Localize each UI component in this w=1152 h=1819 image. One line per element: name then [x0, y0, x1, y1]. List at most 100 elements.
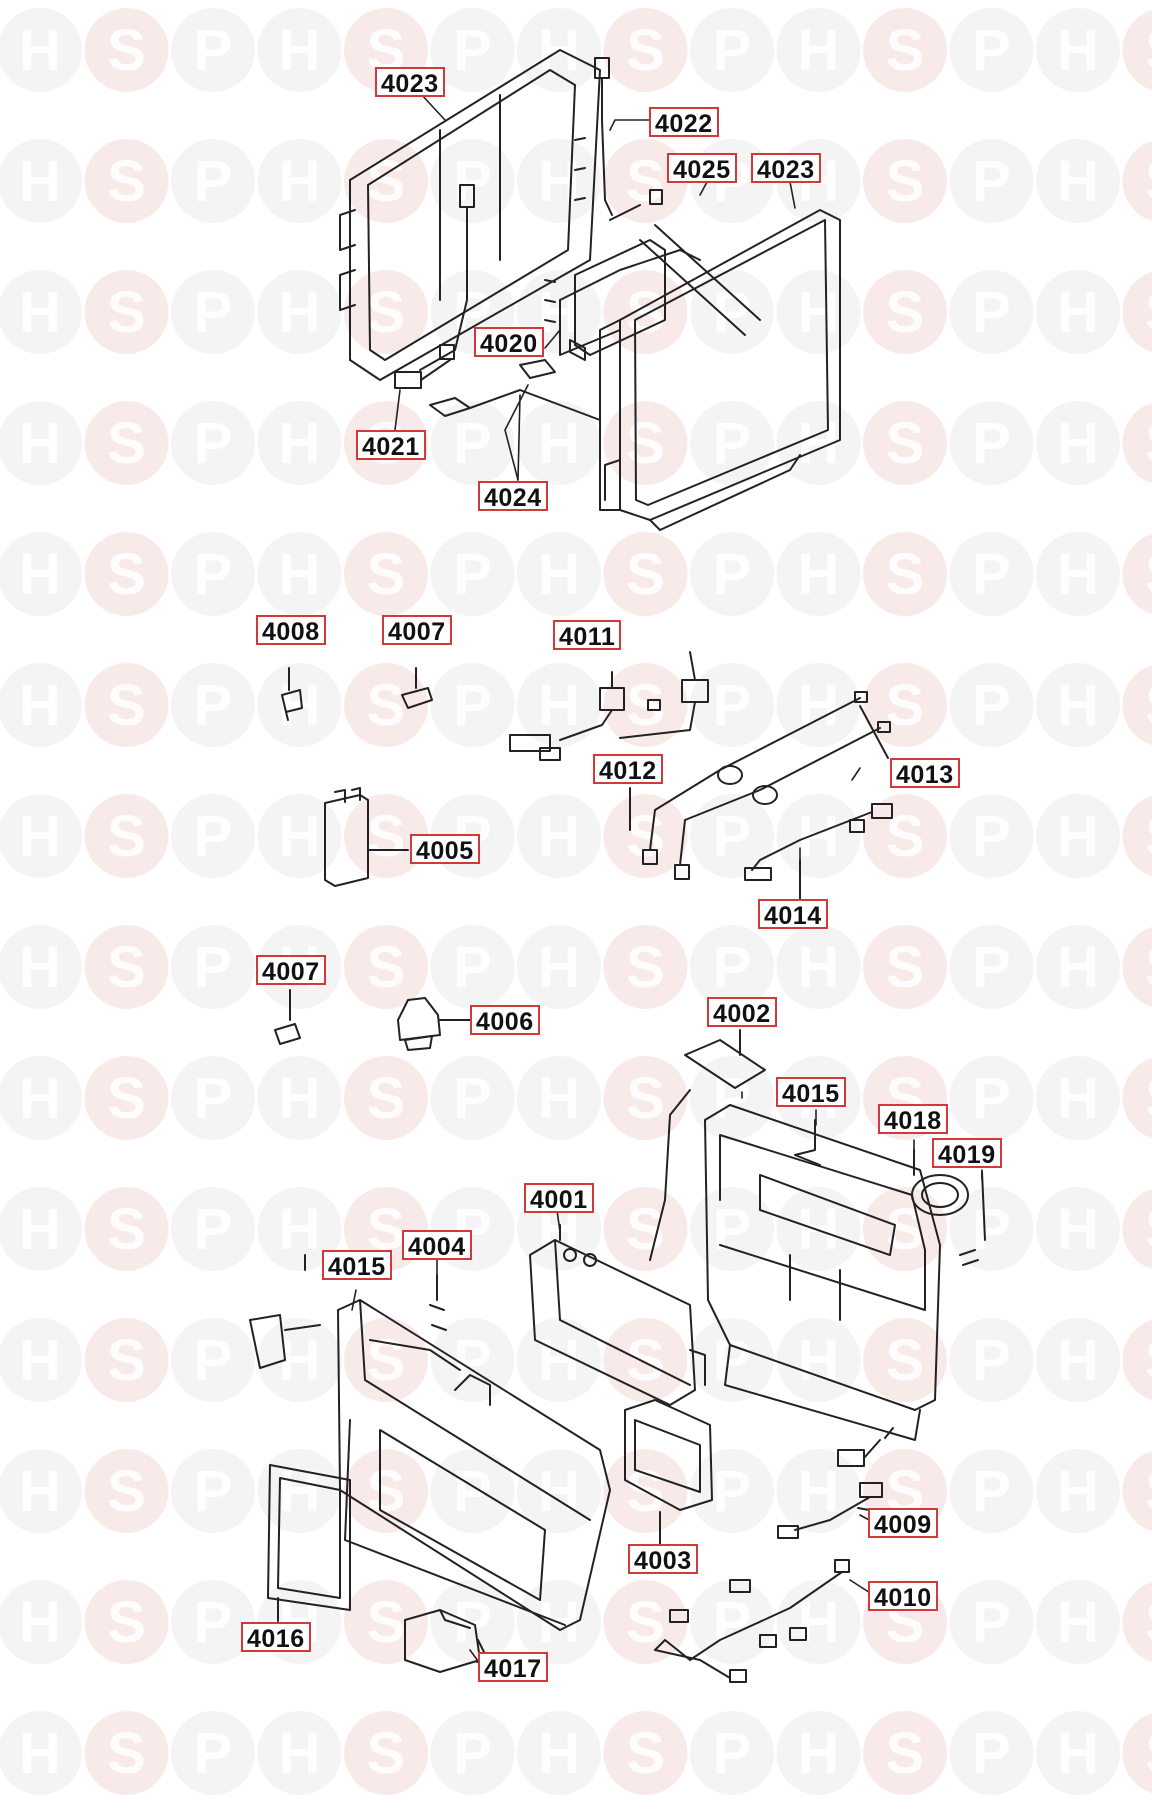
watermark-h: H: [279, 149, 321, 214]
watermark-s: S: [107, 1197, 146, 1262]
part-label-4013[interactable]: 4013: [890, 758, 960, 789]
watermark-h: H: [1057, 673, 1099, 738]
watermark-s: S: [107, 804, 146, 869]
part-label-4015-front[interactable]: 4015: [322, 1250, 392, 1281]
watermark-s: S: [626, 1590, 665, 1655]
part-label-4002[interactable]: 4002: [707, 997, 777, 1028]
watermark-s: S: [1145, 1328, 1152, 1393]
part-label-4001[interactable]: 4001: [524, 1183, 594, 1214]
watermark-s: S: [626, 1066, 665, 1131]
part-label-4023-left[interactable]: 4023: [375, 67, 445, 98]
watermark-h: H: [798, 935, 840, 1000]
watermark-s: S: [1145, 1197, 1152, 1262]
part-label-4003[interactable]: 4003: [628, 1544, 698, 1575]
part-label-4005[interactable]: 4005: [410, 834, 480, 865]
part-label-4018[interactable]: 4018: [878, 1104, 948, 1135]
watermark-h: H: [19, 804, 61, 869]
leader-lines: [277, 92, 983, 1669]
watermark-p: P: [194, 804, 233, 869]
watermark-h: H: [279, 1066, 321, 1131]
watermark-p: P: [453, 411, 492, 476]
watermark-p: P: [194, 18, 233, 83]
watermark-h: H: [19, 1590, 61, 1655]
part-label-4008[interactable]: 4008: [256, 615, 326, 646]
part-label-4021[interactable]: 4021: [356, 430, 426, 461]
watermark-h: H: [798, 1721, 840, 1786]
part-label-4019[interactable]: 4019: [932, 1138, 1002, 1169]
top-bracket: [544, 239, 666, 361]
part-label-4014[interactable]: 4014: [758, 899, 828, 930]
watermark-s: S: [107, 673, 146, 738]
watermark-h: H: [1057, 18, 1099, 83]
part-label-4025[interactable]: 4025: [667, 153, 737, 184]
watermark-p: P: [713, 935, 752, 1000]
part-label-4012[interactable]: 4012: [593, 754, 663, 785]
watermark-h: H: [19, 1197, 61, 1262]
watermark-s: S: [107, 542, 146, 607]
switch-part: [397, 997, 471, 1051]
part-label-4020[interactable]: 4020: [474, 327, 544, 358]
harness-4012-4013: [629, 691, 891, 880]
rear-panel: [704, 1104, 941, 1441]
watermark-s: S: [626, 673, 665, 738]
watermark-p: P: [713, 673, 752, 738]
watermark-s: S: [1145, 1066, 1152, 1131]
part-label-4006[interactable]: 4006: [470, 1005, 540, 1036]
watermark-h: H: [1057, 1459, 1099, 1524]
watermark-s: S: [107, 1066, 146, 1131]
watermark-h: H: [798, 1590, 840, 1655]
watermark-p: P: [972, 1721, 1011, 1786]
watermark-p: P: [713, 1197, 752, 1262]
part-label-4022[interactable]: 4022: [649, 107, 719, 138]
watermark-h: H: [1057, 935, 1099, 1000]
watermark-h: H: [798, 1328, 840, 1393]
watermark-h: H: [538, 542, 580, 607]
watermark-h: H: [279, 18, 321, 83]
watermark-s: S: [107, 411, 146, 476]
watermark-h: H: [538, 1328, 580, 1393]
watermark-h: H: [19, 280, 61, 345]
watermark-h: H: [279, 673, 321, 738]
watermark-s: S: [107, 1721, 146, 1786]
watermark-s: S: [107, 280, 146, 345]
part-label-4007-bottom[interactable]: 4007: [256, 955, 326, 986]
part-label-4017[interactable]: 4017: [478, 1652, 548, 1683]
loom-4010: [654, 1559, 850, 1683]
watermark-p: P: [713, 804, 752, 869]
part-label-4024[interactable]: 4024: [478, 481, 548, 512]
part-label-4009[interactable]: 4009: [868, 1508, 938, 1539]
watermark-h: H: [19, 18, 61, 83]
part-label-4015-rear[interactable]: 4015: [776, 1077, 846, 1108]
watermark-p: P: [194, 280, 233, 345]
watermark-s: S: [1145, 18, 1152, 83]
watermark-h: H: [538, 149, 580, 214]
part-label-4023-right[interactable]: 4023: [751, 153, 821, 184]
watermark-h: H: [19, 411, 61, 476]
watermark-h: H: [1057, 542, 1099, 607]
watermark-p: P: [972, 542, 1011, 607]
part-label-4010[interactable]: 4010: [868, 1581, 938, 1612]
watermark-s: S: [1145, 935, 1152, 1000]
part-label-4011[interactable]: 4011: [553, 620, 622, 651]
watermark-p: P: [972, 1066, 1011, 1131]
part-label-4016[interactable]: 4016: [241, 1622, 311, 1653]
watermark-s: S: [1145, 149, 1152, 214]
screw-set: [959, 1171, 986, 1266]
watermark-s: S: [107, 1328, 146, 1393]
watermark-p: P: [972, 149, 1011, 214]
top-connector: [394, 359, 451, 389]
watermark-s: S: [107, 1590, 146, 1655]
watermark-h: H: [538, 1721, 580, 1786]
front-panel: [249, 1254, 611, 1631]
part-label-4004[interactable]: 4004: [402, 1230, 472, 1261]
top-frame-left: [339, 49, 601, 381]
watermark-h: H: [1057, 1066, 1099, 1131]
watermark-h: H: [1057, 1590, 1099, 1655]
pcb: [529, 1224, 706, 1406]
watermark-h: H: [279, 1197, 321, 1262]
holder: [404, 1609, 489, 1673]
watermark-s: S: [367, 804, 406, 869]
watermark-p: P: [194, 935, 233, 1000]
part-label-4007-top[interactable]: 4007: [382, 615, 452, 646]
